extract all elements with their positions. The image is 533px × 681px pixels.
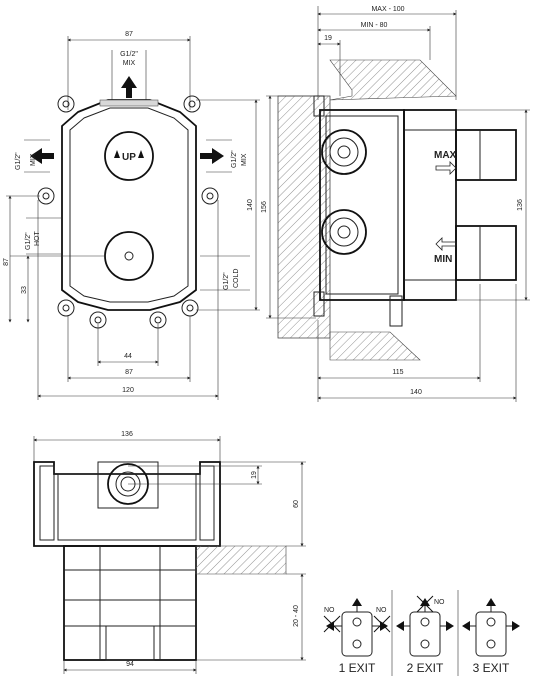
arrow-up-icon	[121, 76, 137, 98]
exit-1-left-cross-icon	[323, 615, 341, 633]
label-min: MIN	[434, 254, 452, 265]
exit-3-left-arrow-icon	[462, 621, 470, 631]
arrow-small-left-icon	[114, 150, 120, 158]
dim-bottom-20-40: 20 - 40	[293, 605, 300, 627]
exit-3-up-arrow-icon	[486, 598, 496, 606]
dim-max: MAX - 100	[371, 6, 404, 13]
exit-2-up-cross-icon	[416, 595, 434, 613]
label-up: UP	[122, 152, 136, 163]
arrow-right-icon	[200, 148, 224, 164]
bottom-wall-section	[195, 545, 287, 575]
port-cold-label: COLD	[233, 269, 240, 288]
exit-1-no-right: NO	[376, 607, 387, 614]
exit-2-caption: 2 EXIT	[407, 661, 444, 675]
dim-min: MIN - 80	[361, 22, 388, 29]
port-hot-size: G1/2"	[25, 232, 32, 250]
dim-side-19: 19	[324, 35, 332, 42]
dim-bottom-94: 94	[126, 661, 134, 668]
dim-bottom-19: 19	[251, 471, 258, 479]
exit-1-caption: 1 EXIT	[339, 661, 376, 675]
side-view: MAX MIN MAX - 100 MIN - 80 19 156 136 11…	[261, 6, 530, 402]
dim-top-width: 87	[125, 31, 133, 38]
port-top-size: G1/2"	[120, 51, 138, 58]
side-port-upper	[321, 129, 367, 175]
dim-height-87: 87	[3, 258, 10, 266]
port-left-mix: MIX	[30, 153, 37, 166]
bottom-view: 136 19 60 20 - 40	[33, 431, 306, 674]
exit-3-caption: 3 EXIT	[473, 661, 510, 675]
dim-bottom-136: 136	[121, 431, 133, 438]
dim-mid-width: 44	[124, 353, 132, 360]
arrow-left-icon	[30, 148, 54, 164]
exit-1-up-arrow-icon	[352, 598, 362, 606]
arrow-small-right-icon	[138, 150, 144, 158]
mounting-lugs	[37, 95, 219, 329]
front-view: 87 G1/2" MIX UP	[3, 31, 260, 400]
exit-diagrams: NO NO 1 EXIT NO 2 EXIT	[323, 590, 520, 676]
exit-2: NO 2 EXIT	[396, 595, 454, 675]
dim-width-140: 140	[410, 389, 422, 396]
outlet-lower	[104, 231, 154, 281]
dim-total-width: 120	[122, 387, 134, 394]
wall-section	[277, 95, 331, 339]
dim-width-115: 115	[392, 369, 403, 376]
dim-height-33: 33	[21, 286, 28, 294]
dim-bottom-60: 60	[293, 500, 300, 508]
port-hot-label: HOT	[34, 231, 41, 247]
exit-1-right-cross-icon	[373, 615, 391, 633]
port-right-size: G1/2"	[231, 150, 238, 168]
port-top-mix: MIX	[123, 60, 136, 67]
dim-height-136: 136	[517, 199, 524, 211]
exit-3-right-arrow-icon	[512, 621, 520, 631]
exit-2-up-arrow-icon	[420, 598, 430, 606]
exit-3: 3 EXIT	[462, 598, 520, 675]
exit-2-no-top: NO	[434, 599, 445, 606]
arrow-min-icon	[435, 237, 457, 251]
spindle-up	[104, 131, 154, 181]
label-max: MAX	[434, 150, 457, 161]
exit-1: NO NO 1 EXIT	[323, 598, 391, 675]
dim-lower-width: 87	[125, 369, 133, 376]
dim-height-156: 156	[261, 201, 268, 213]
exit-2-left-arrow-icon	[396, 621, 404, 631]
exit-1-no-left: NO	[324, 607, 335, 614]
port-cold-size: G1/2"	[223, 272, 230, 290]
port-right-mix: MIX	[241, 153, 248, 166]
port-left-size: G1/2"	[15, 152, 22, 170]
dim-height-140: 140	[247, 199, 254, 211]
side-port-lower	[321, 209, 367, 255]
arrow-max-icon	[435, 161, 457, 175]
exit-2-right-arrow-icon	[446, 621, 454, 631]
